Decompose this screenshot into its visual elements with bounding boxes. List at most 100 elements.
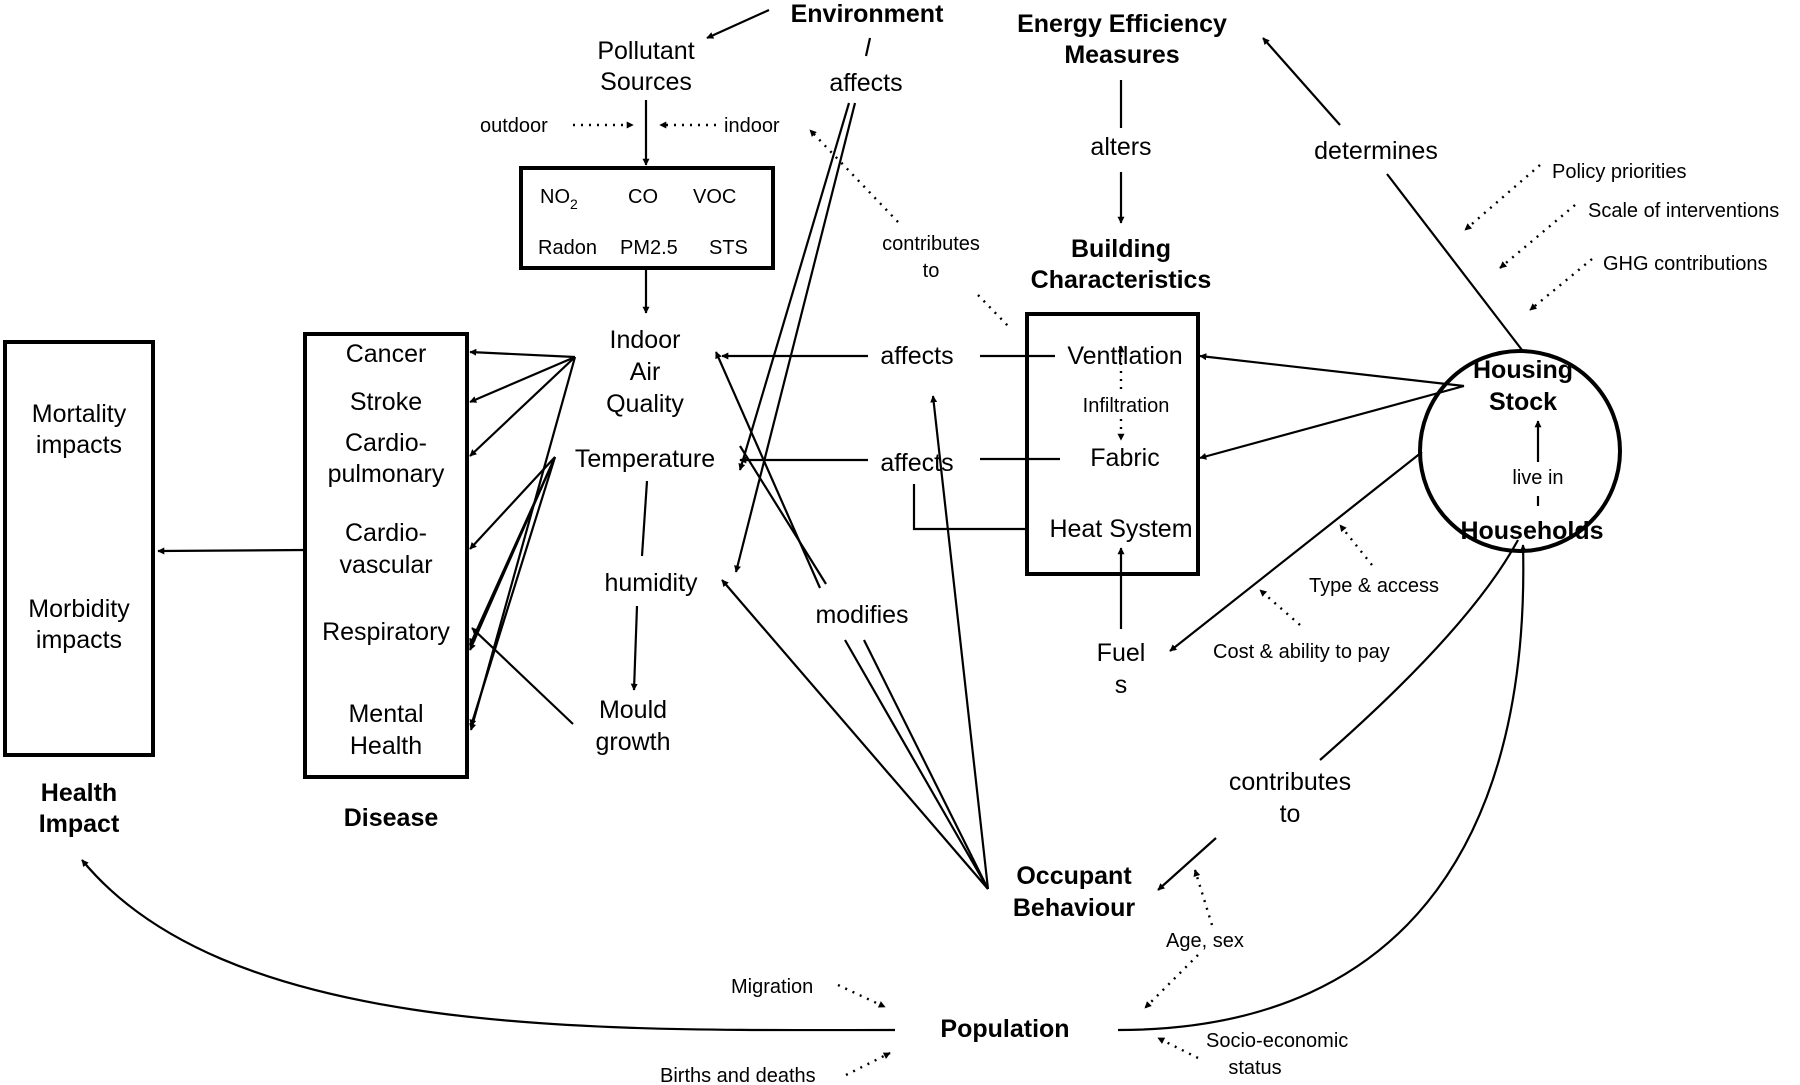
disease-stroke: Stroke — [350, 388, 422, 416]
contributes-to-occupant-arrow — [1157, 837, 1217, 891]
env-affects-humidity-arrow — [734, 102, 857, 573]
health-impact-title: Health — [41, 779, 117, 807]
morbidity-impacts-label: Morbidity — [28, 595, 130, 623]
environment-affects-label: affects — [829, 69, 902, 97]
temp-to-cardiovascular-arrow — [469, 456, 556, 550]
mould-growth-label: Mould — [599, 696, 667, 724]
scale-dotted-arrow — [1499, 204, 1576, 269]
disease-respiratory: Respiratory — [322, 618, 450, 646]
cost-dotted-arrow — [1259, 589, 1301, 626]
modifies-line-2 — [863, 639, 989, 890]
pollutant-sources-label-2: Sources — [600, 68, 692, 96]
population-to-households-curve — [1117, 544, 1527, 1032]
mortality-impacts-label: Mortality — [32, 400, 127, 428]
heat-system-label: Heat System — [1049, 515, 1192, 543]
iaq-to-stroke-arrow — [469, 355, 576, 404]
housing-to-fuels-arrow — [1169, 451, 1423, 652]
births-dotted-arrow — [845, 1051, 891, 1077]
disease-mental-health-2: Health — [350, 732, 422, 760]
determines-label: determines — [1314, 137, 1438, 165]
modifies-label: modifies — [815, 601, 908, 629]
type-access-label: Type & access — [1309, 575, 1439, 597]
pollutant-voc: VOC — [693, 186, 736, 208]
contributes-to-label-2: to — [923, 260, 940, 282]
temp-to-respiratory-arrow-2 — [468, 456, 557, 646]
ventilation-label: Ventilation — [1067, 342, 1182, 370]
indoor-air-quality-label-3: Quality — [606, 390, 684, 418]
policy-dotted-arrow — [1464, 164, 1541, 231]
modifies-line-1 — [844, 639, 989, 890]
policy-priorities-label: Policy priorities — [1552, 161, 1686, 183]
socio-economic-label-2: status — [1228, 1057, 1281, 1079]
temperature-label: Temperature — [575, 445, 715, 473]
housing-stock-label: Housing — [1473, 356, 1573, 384]
affects-ventilation-label: affects — [880, 342, 953, 370]
disease-to-health-arrow — [157, 547, 306, 555]
pollutant-pm25: PM2.5 — [620, 237, 678, 259]
pollutant-co: CO — [628, 186, 658, 208]
occupant-behaviour-title-2: Behaviour — [1013, 894, 1136, 922]
migration-dotted-arrow — [837, 983, 886, 1009]
building-characteristics-title: Building — [1071, 235, 1171, 263]
health-impact-box — [3, 340, 155, 757]
contributes-to-label: contributes — [882, 233, 980, 255]
humidity-to-mould-arrow — [630, 605, 639, 691]
mortality-impacts-label-2: impacts — [36, 431, 122, 459]
pollutant-no2: NO2 — [540, 186, 578, 212]
socio-dotted-arrow — [1157, 1036, 1199, 1060]
disease-cardiovascular-2: vascular — [339, 551, 432, 579]
age-sex-label: Age, sex — [1166, 930, 1244, 952]
iaq-to-cardiopulmonary-arrow — [469, 356, 576, 457]
env-affects-temp-arrow — [738, 102, 851, 471]
alters-label: alters — [1090, 133, 1151, 161]
energy-efficiency-title-2: Measures — [1064, 41, 1179, 69]
fuels-label: Fuel — [1097, 639, 1146, 667]
contributes-to-occupant-label: contributes — [1229, 768, 1351, 796]
socio-economic-label: Socio-economic — [1206, 1030, 1348, 1052]
housing-to-fabric-arrow — [1199, 384, 1465, 460]
cost-ability-label: Cost & ability to pay — [1213, 641, 1390, 663]
modifies-temp-upper — [739, 445, 827, 585]
indoor-air-quality-label: Indoor — [610, 326, 681, 354]
environment-tick — [864, 37, 872, 57]
housing-stock-label-2: Stock — [1489, 388, 1557, 416]
population-title: Population — [940, 1015, 1069, 1043]
contributes-indoor-dotted-arrow — [809, 129, 899, 223]
disease-cardiopulmonary-2: pulmonary — [328, 460, 445, 488]
migration-label: Migration — [731, 976, 813, 998]
households-contributes-curve — [1319, 539, 1519, 761]
housing-determines-line — [1386, 173, 1523, 351]
live-in-label: live in — [1512, 467, 1563, 489]
age-sex-occupant-dotted-arrow — [1193, 869, 1214, 926]
disease-cardiovascular: Cardio- — [345, 519, 427, 547]
indoor-label: indoor — [724, 115, 780, 137]
contributes-building-dotted — [977, 294, 1011, 329]
households-label: Households — [1460, 517, 1603, 545]
fuels-label-2: s — [1115, 671, 1128, 699]
modifies-ventilation-arrow — [930, 395, 990, 890]
mould-growth-label-2: growth — [595, 728, 670, 756]
outdoor-label: outdoor — [480, 115, 548, 137]
occupant-behaviour-title: Occupant — [1016, 862, 1132, 890]
disease-title: Disease — [344, 804, 439, 832]
temp-to-mental-arrow — [469, 456, 557, 727]
housing-to-ventilation-arrow — [1199, 353, 1465, 388]
disease-box — [303, 332, 469, 779]
contributes-to-occupant-label-2: to — [1280, 800, 1301, 828]
modifies-humidity-arrow — [721, 579, 989, 890]
iaq-to-cancer-arrow — [469, 348, 576, 359]
pollutant-sts: STS — [709, 237, 748, 259]
scale-of-interventions-label: Scale of interventions — [1588, 200, 1779, 222]
health-impact-title-2: Impact — [39, 810, 120, 838]
births-deaths-label: Births and deaths — [660, 1065, 816, 1085]
population-to-health-curve — [81, 859, 896, 1032]
temperature-humidity-line — [640, 480, 649, 557]
ghg-dotted-arrow — [1529, 258, 1593, 311]
environment-title: Environment — [791, 0, 944, 28]
mould-to-respiratory-arrow — [471, 627, 574, 725]
determines-energy-arrow — [1262, 37, 1341, 126]
pollutant-sources-label: Pollutant — [597, 37, 694, 65]
heat-system-affects-line — [912, 484, 1027, 531]
fabric-label: Fabric — [1090, 444, 1159, 472]
